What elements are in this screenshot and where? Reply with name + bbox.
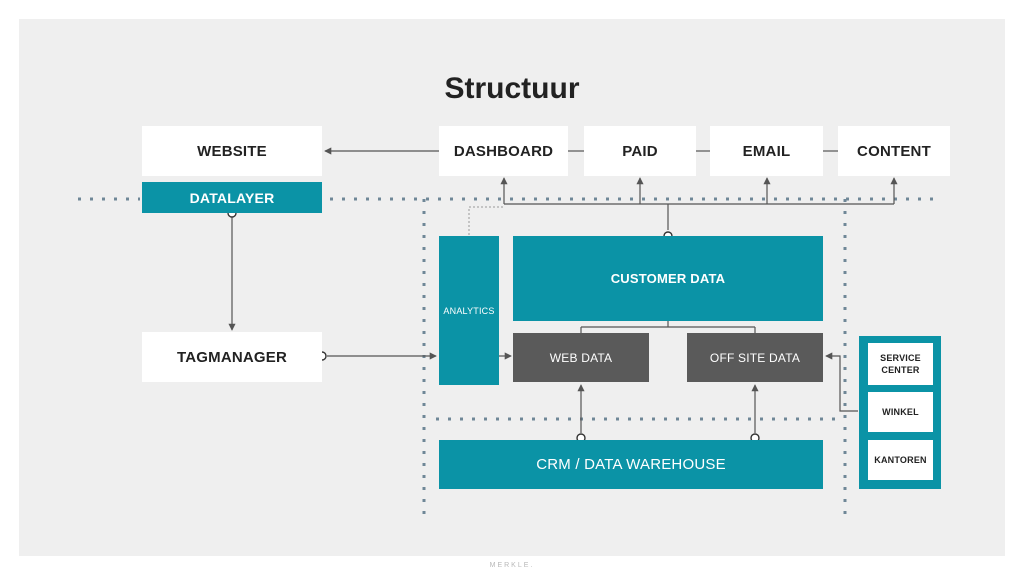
dotted-boundaries: [78, 197, 940, 515]
customer-data-box[interactable]: CUSTOMER DATA: [513, 236, 823, 321]
service-center-box[interactable]: SERVICE CENTER: [868, 343, 933, 385]
analytics-dotted-link: [468, 206, 504, 235]
crm-data-warehouse-box[interactable]: CRM / DATA WAREHOUSE: [439, 440, 823, 489]
email-box[interactable]: EMAIL: [710, 126, 823, 176]
analytics-box[interactable]: ANALYTICS: [439, 236, 499, 385]
footer-logo-text: MERKLE.: [489, 562, 535, 569]
content-box[interactable]: CONTENT: [838, 126, 950, 176]
off-site-data-box[interactable]: OFF SITE DATA: [687, 333, 823, 382]
dashboard-box[interactable]: DASHBOARD: [439, 126, 568, 176]
kantoren-box[interactable]: KANTOREN: [868, 440, 933, 480]
web-data-box[interactable]: WEB DATA: [513, 333, 649, 382]
paid-box[interactable]: PAID: [584, 126, 696, 176]
page-title: Structuur: [444, 72, 580, 105]
website-box[interactable]: WEBSITE: [142, 126, 322, 176]
winkel-box[interactable]: WINKEL: [868, 392, 933, 432]
arrows: [228, 147, 898, 433]
datalayer-box[interactable]: DATALAYER: [142, 182, 322, 213]
tagmanager-box[interactable]: TAGMANAGER: [142, 332, 322, 382]
